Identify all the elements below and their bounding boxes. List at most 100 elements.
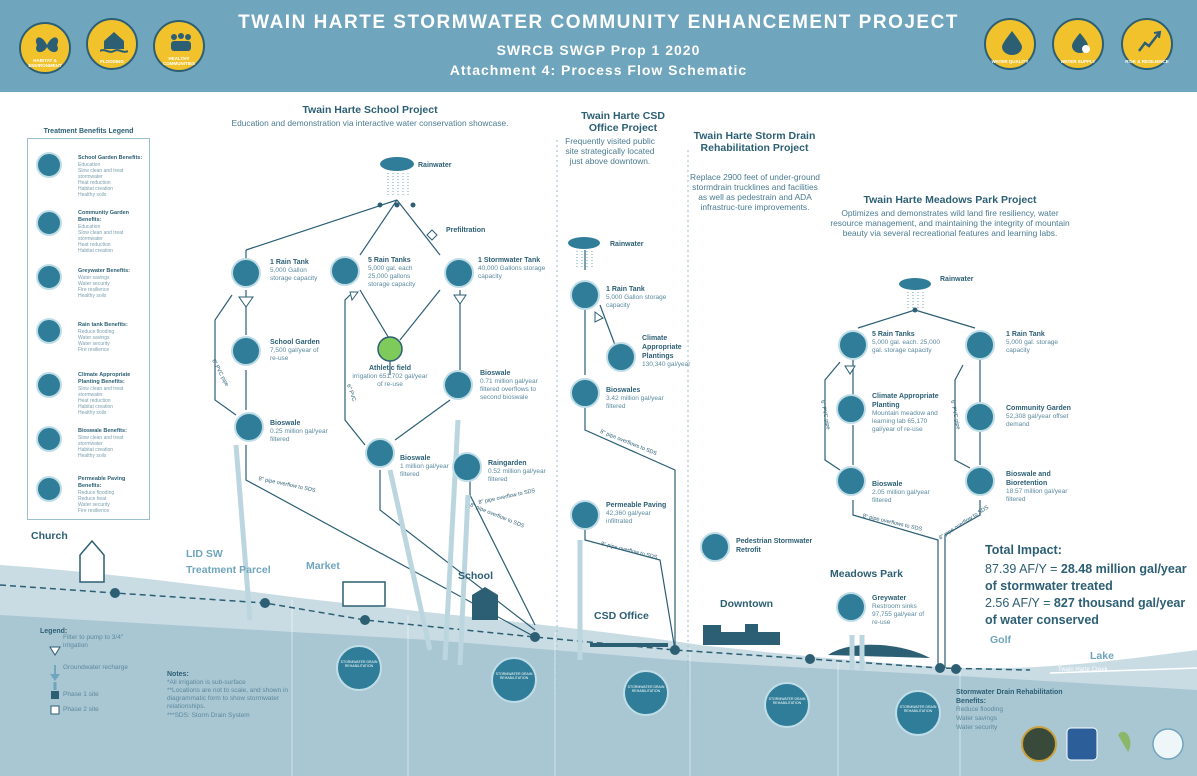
prefiltration-label: Prefiltration bbox=[446, 227, 486, 234]
permeable-paving-icon bbox=[570, 500, 600, 530]
meadows-5-tanks-icon bbox=[838, 330, 868, 360]
node-desc: 0.71 million gal/year filtered overflows… bbox=[480, 378, 538, 401]
node-title: 1 Stormwater Tank bbox=[478, 257, 541, 264]
bioswale-icon bbox=[570, 378, 600, 408]
house-flood-icon bbox=[100, 32, 128, 53]
school-rain-tank-icon bbox=[231, 258, 261, 288]
rehab-benefit: Reduce flooding bbox=[956, 706, 1003, 713]
node-desc: 18.57 million gal/year filtered bbox=[1006, 488, 1068, 503]
impact-conserved-caption: of water conserved bbox=[985, 613, 1099, 627]
node-desc: 0.25 million gal/year filtered bbox=[270, 428, 328, 443]
node-title: 5 Rain Tanks bbox=[872, 331, 915, 338]
school-project-desc: Education and demonstration via interact… bbox=[231, 118, 509, 128]
badge-label: HEALTHY COMMUNITIES bbox=[163, 56, 195, 66]
csd-office-label: CSD Office bbox=[594, 610, 649, 622]
bioswale-icon bbox=[36, 426, 62, 452]
meadows-rain-tank-icon bbox=[965, 330, 995, 360]
node-desc: 52,308 gal/year offset demand bbox=[1006, 413, 1069, 428]
rehab-benefit: Water security bbox=[956, 724, 998, 731]
node-title: Climate Appropriate Plantings bbox=[642, 335, 682, 360]
legend-item-title: School Garden Benefits: bbox=[78, 155, 143, 161]
impact-conserved: 2.56 AF/Y = 827 thousand gal/year bbox=[985, 595, 1185, 612]
node-title: Bioswale bbox=[872, 481, 903, 488]
badge-risk-resilience: RISK & RESILIENCE bbox=[1121, 18, 1173, 70]
total-impact-title: Total Impact: bbox=[985, 543, 1062, 557]
node-desc: 5,000 gal. storage capacity bbox=[1006, 339, 1059, 354]
legend-item-title: Greywater Benefits: bbox=[78, 268, 130, 274]
meadows-project-title: Twain Harte Meadows Park Project bbox=[863, 194, 1037, 206]
climate-planting-icon bbox=[36, 372, 62, 398]
node-title: Raingarden bbox=[488, 460, 527, 467]
climate-planting-icon bbox=[606, 342, 636, 372]
bioswale-icon bbox=[234, 412, 264, 442]
legend-item: Community Garden Benefits:Education Slow… bbox=[78, 210, 144, 254]
lid-parcel-label: LID SW Treatment Parcel bbox=[186, 548, 271, 576]
notes-title: Notes: bbox=[167, 671, 189, 678]
meadows-rainwater-label: Rainwater bbox=[940, 276, 974, 283]
rehab-badge-caption: STORMWATER DRAIN REHABILITATION bbox=[899, 705, 937, 713]
node-desc: 5,000 gal. each 25,000 gallons storage c… bbox=[368, 265, 416, 288]
badge-water-quality: WATER QUALITY bbox=[984, 18, 1036, 70]
attachment-title: Attachment 4: Process Flow Schematic bbox=[449, 62, 748, 78]
rain-tank-icon bbox=[36, 318, 62, 344]
legend-item-title: Community Garden Benefits: bbox=[78, 210, 130, 223]
community-garden-icon bbox=[965, 402, 995, 432]
legend-item-desc: Reduce flooding Water savings Water secu… bbox=[78, 329, 115, 353]
school-garden-icon bbox=[231, 336, 261, 366]
node-desc: 7,500 gal/year of re-use bbox=[270, 347, 319, 362]
school-label: School bbox=[458, 570, 494, 582]
legend-item-title: Permeable Paving Benefits: bbox=[78, 476, 126, 489]
legend-item-title: Rain tank Benefits: bbox=[78, 322, 128, 328]
bioswale-icon bbox=[443, 370, 473, 400]
node-desc: 42,360 gal/year infiltrated bbox=[606, 510, 651, 525]
legend-item: Greywater Benefits:Water savings Water s… bbox=[78, 268, 144, 299]
legend-item-desc: Slow clean and treat stormwater Heat red… bbox=[78, 386, 124, 416]
butterfly-icon bbox=[35, 37, 59, 53]
twain-harte-creek-label: Twain Harte Creek bbox=[1058, 667, 1108, 673]
badge-water-supply: WATER SUPPLY bbox=[1052, 18, 1104, 70]
rehab-badge-caption: STORMWATER DRAIN REHABILITATION bbox=[340, 660, 378, 668]
legend-item-desc: Education Slow clean and treat stormwate… bbox=[78, 224, 124, 254]
node-desc: 1 million gal/year filtered bbox=[400, 463, 449, 478]
legend-item: School Garden Benefits:Education Slow cl… bbox=[78, 155, 144, 198]
bioswale-icon bbox=[365, 438, 395, 468]
storm-drain-title: Twain Harte Storm Drain Rehabilitation P… bbox=[693, 130, 816, 154]
node-title: 5 Rain Tanks bbox=[368, 257, 411, 264]
treatment-benefits-legend bbox=[27, 138, 150, 520]
node-title: Bioswale bbox=[480, 370, 511, 377]
badge-label: FLOODING bbox=[100, 59, 124, 64]
csd-project-title: Twain Harte CSD Office Project bbox=[581, 110, 665, 134]
node-desc: 130,340 gal/year bbox=[642, 361, 691, 368]
downtown-label: Downtown bbox=[720, 598, 774, 610]
note-2: **Locations are not to scale, and shown … bbox=[167, 687, 289, 710]
legend-item: Rain tank Benefits:Reduce flooding Water… bbox=[78, 322, 144, 353]
storm-drain-desc: Replace 2900 feet of under-ground stormd… bbox=[690, 172, 820, 212]
permeable-paving-icon bbox=[36, 476, 62, 502]
rehab-badge-caption: STORMWATER DRAIN REHABILITATION bbox=[627, 685, 665, 693]
node-title: Permeable Paving bbox=[606, 502, 667, 509]
legend-item-desc: Water savings Water security Fire resili… bbox=[78, 275, 110, 299]
meadows-project-desc: Optimizes and demonstrates wild land fir… bbox=[830, 208, 1070, 238]
csd-project-desc: Frequently visited public site strategic… bbox=[565, 136, 655, 166]
csd-rain-tank-icon bbox=[570, 280, 600, 310]
node-desc: 5,000 Gallon storage capacity bbox=[270, 267, 318, 282]
node-title: School Garden bbox=[270, 339, 320, 346]
bioswale-icon bbox=[836, 466, 866, 496]
note-3: ***SDS: Storm Drain System bbox=[167, 712, 250, 719]
meadows-park-label: Meadows Park bbox=[830, 568, 903, 580]
badge-flooding: FLOODING bbox=[86, 18, 138, 70]
rehab-badge-caption: STORMWATER DRAIN REHABILITATION bbox=[495, 672, 533, 680]
